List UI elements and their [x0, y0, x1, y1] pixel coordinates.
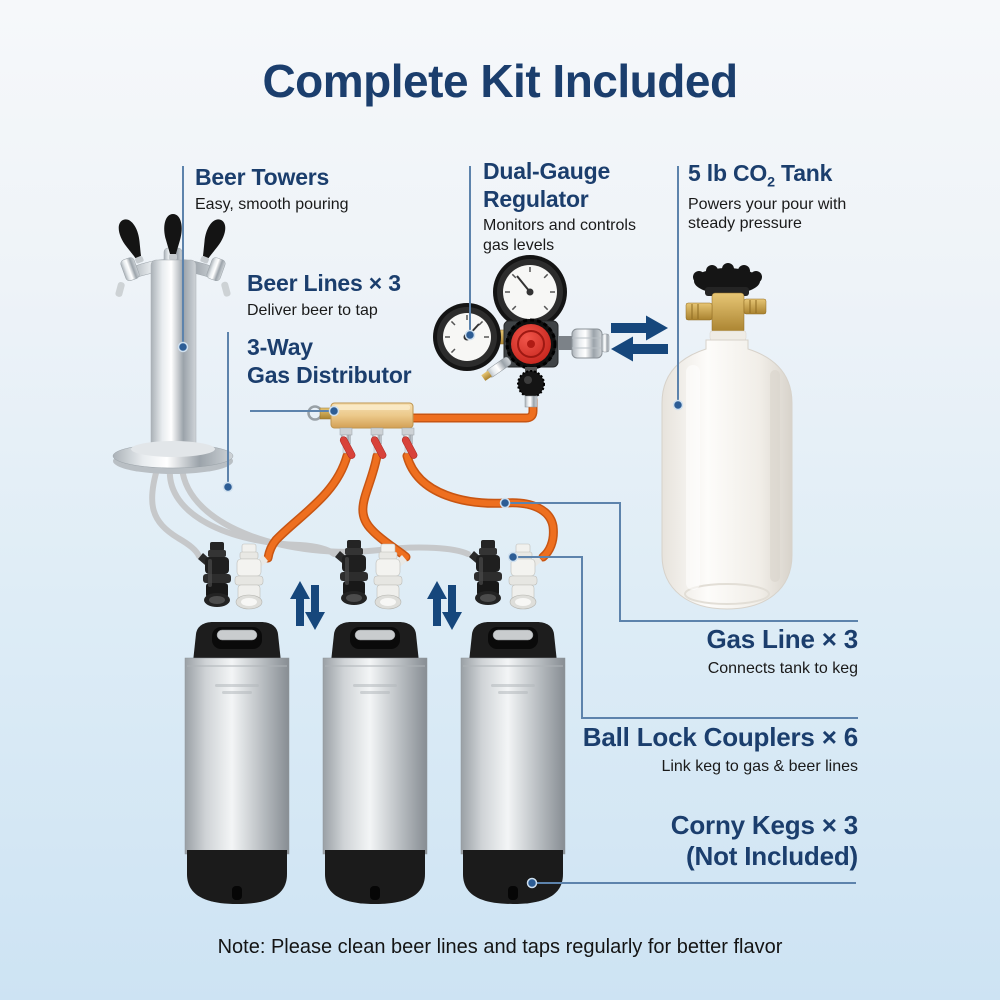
beer-lines-label: Beer Lines × 3: [247, 270, 401, 296]
co2-tank-desc: Powers your pour with steady pressure: [688, 195, 847, 233]
regulator-illustration: [433, 255, 610, 408]
beer-towers-desc: Easy, smooth pouring: [195, 195, 349, 213]
beer-tower-illustration: [112, 214, 234, 474]
callout-dots: [177, 329, 684, 889]
gas-distributor-illustration: [307, 402, 418, 459]
callout-ball-lock: Ball Lock Couplers × 6 Link keg to gas &…: [583, 722, 858, 777]
beer-lines-desc: Deliver beer to tap: [247, 301, 378, 319]
transfer-arrows-icon: [611, 315, 668, 362]
gas-distributor-label: 3-Way Gas Distributor: [247, 334, 412, 388]
corny-kegs-label: Corny Kegs × 3 (Not Included): [670, 810, 858, 872]
callout-co2-tank: 5 lb CO2 Tank Powers your pour with stea…: [688, 160, 860, 234]
regulator-label: Dual-Gauge Regulator: [483, 158, 611, 212]
beer-towers-label: Beer Towers: [195, 164, 330, 190]
callout-gas-line: Gas Line × 3 Connects tank to keg: [706, 624, 858, 679]
page-title: Complete Kit Included: [262, 55, 738, 107]
callout-lines: [182, 166, 858, 884]
top-gauge: [493, 255, 567, 329]
gas-line-label: Gas Line × 3: [706, 624, 858, 654]
gas-line-desc: Connects tank to keg: [707, 660, 858, 678]
callout-gas-distributor: 3-Way Gas Distributor: [247, 334, 412, 389]
corny-keg-illustration: [184, 621, 290, 905]
corny-keg-illustration: [322, 621, 428, 905]
co2-tank-label: 5 lb CO2 Tank: [688, 160, 833, 191]
callout-beer-towers: Beer Towers Easy, smooth pouring: [195, 164, 349, 214]
callout-regulator: Dual-Gauge Regulator Monitors and contro…: [483, 158, 641, 255]
corny-keg-illustration: [460, 621, 566, 905]
tap-handle: [195, 216, 229, 266]
ball-lock-label: Ball Lock Couplers × 6: [582, 722, 858, 752]
callout-beer-lines: Beer Lines × 3 Deliver beer to tap: [247, 270, 401, 320]
co2-tank-illustration: [661, 263, 793, 610]
regulator-desc: Monitors and controls gas levels: [483, 217, 636, 254]
callout-corny-kegs: Corny Kegs × 3 (Not Included): [671, 810, 858, 872]
footer-note: Note: Please clean beer lines and taps r…: [217, 936, 783, 958]
ball-lock-desc: Link keg to gas & beer lines: [661, 758, 858, 776]
